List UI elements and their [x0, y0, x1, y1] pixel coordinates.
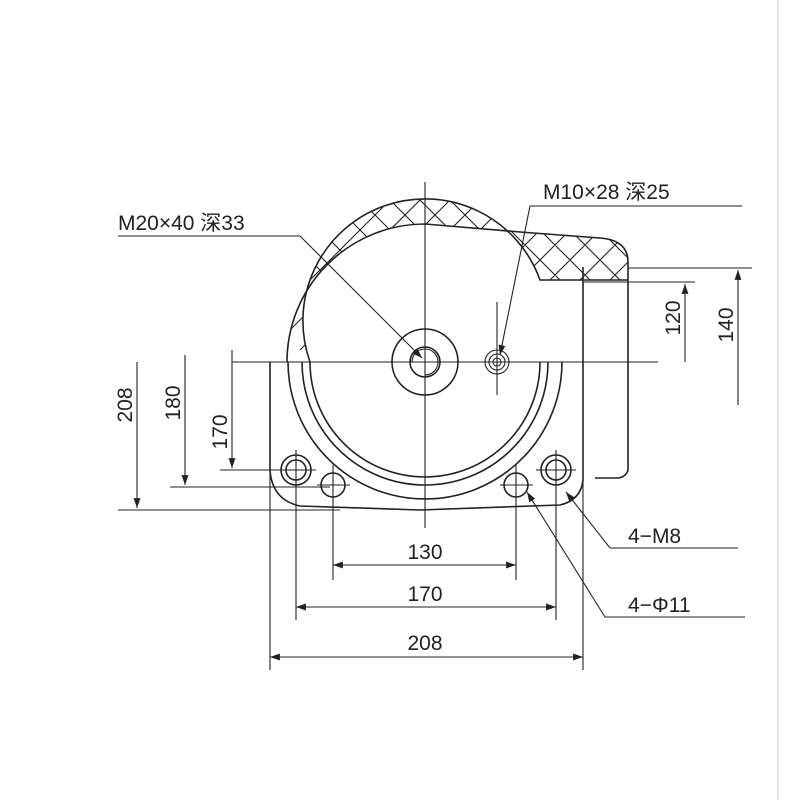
side-thread-hole — [484, 302, 510, 395]
leaders: M20×40 深33 M10×28 深25 4−M8 4−Φ11 — [118, 181, 745, 618]
dim-left-180: 180 — [162, 385, 185, 420]
label-mount-thread: 4−M8 — [628, 525, 681, 548]
dim-bottom-208: 208 — [407, 632, 442, 655]
left-dimensions: 208 180 170 — [114, 350, 340, 511]
dim-left-208: 208 — [114, 387, 137, 422]
bottom-dimensions: 130 170 208 — [270, 541, 583, 661]
dim-left-170: 170 — [209, 414, 232, 449]
label-side-thread: M10×28 深25 — [543, 181, 670, 204]
label-mount-hole: 4−Φ11 — [628, 594, 691, 617]
right-dimensions: 120 140 — [583, 267, 752, 405]
dim-bottom-130: 130 — [407, 541, 442, 564]
dim-right-140: 140 — [715, 307, 738, 342]
label-main-thread: M20×40 深33 — [118, 212, 245, 235]
dim-bottom-170: 170 — [407, 583, 442, 606]
dim-right-120: 120 — [662, 300, 685, 335]
